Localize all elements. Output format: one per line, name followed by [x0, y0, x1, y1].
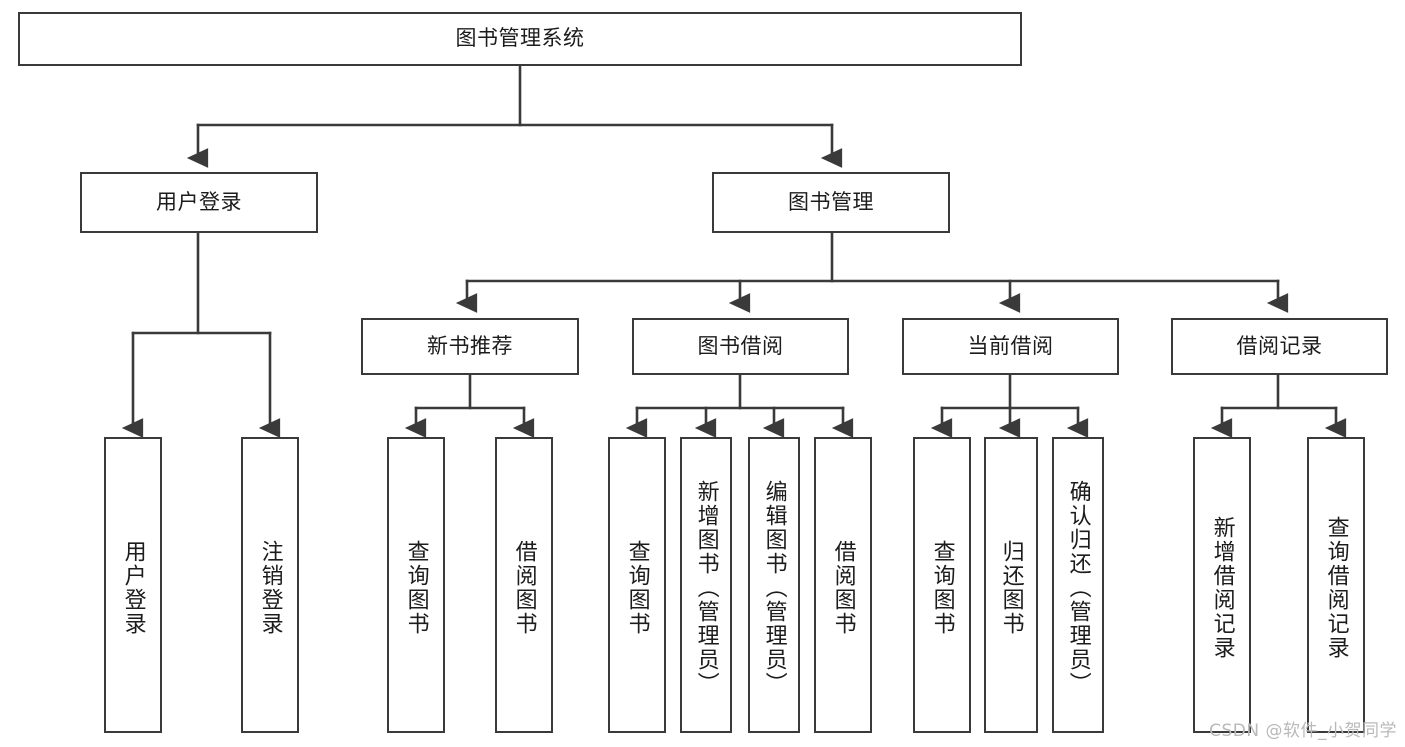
node-label: 用户登录 — [156, 189, 242, 214]
node-book-borrow[interactable]: 图书借阅 — [632, 318, 849, 375]
leaf-user-login-login[interactable]: 用户登录 — [104, 437, 162, 733]
node-label: 借阅图书 — [830, 540, 856, 636]
leaf-user-login-logout[interactable]: 注销登录 — [241, 437, 299, 733]
node-label: 查询借阅记录 — [1323, 516, 1349, 660]
leaf-current-borrow-query-book[interactable]: 查询图书 — [913, 437, 971, 733]
leaf-current-borrow-return-book[interactable]: 归还图书 — [984, 437, 1038, 733]
leaf-book-borrow-borrow-book[interactable]: 借阅图书 — [814, 437, 872, 733]
node-label: 归还图书 — [998, 540, 1024, 636]
node-label: 新书推荐 — [427, 333, 513, 358]
watermark: CSDN @软件_小贺同学 — [1209, 721, 1397, 741]
node-label: 当前借阅 — [967, 333, 1054, 358]
node-label: 图书借阅 — [697, 333, 784, 358]
node-label: 确认归还（管理员） — [1065, 480, 1091, 696]
node-label: 借阅记录 — [1236, 333, 1323, 358]
node-label: 查询图书 — [624, 540, 650, 636]
leaf-new-book-borrow-book[interactable]: 借阅图书 — [495, 437, 553, 733]
node-current-borrow[interactable]: 当前借阅 — [902, 318, 1119, 375]
node-user-login[interactable]: 用户登录 — [80, 172, 318, 233]
node-root-book-management-system[interactable]: 图书管理系统 — [18, 12, 1022, 66]
node-new-book-recommend[interactable]: 新书推荐 — [361, 318, 579, 375]
leaf-borrow-records-add-record[interactable]: 新增借阅记录 — [1193, 437, 1251, 733]
node-label: 用户登录 — [120, 540, 146, 636]
leaf-book-borrow-query-book[interactable]: 查询图书 — [608, 437, 666, 733]
node-label: 图书管理 — [788, 189, 874, 214]
leaf-new-book-query-book[interactable]: 查询图书 — [387, 437, 445, 733]
node-label: 查询图书 — [403, 540, 429, 636]
leaf-book-borrow-add-book-admin[interactable]: 新增图书（管理员） — [680, 437, 732, 733]
leaf-book-borrow-edit-book-admin[interactable]: 编辑图书（管理员） — [748, 437, 800, 733]
node-borrow-records[interactable]: 借阅记录 — [1171, 318, 1388, 375]
node-label: 图书管理系统 — [455, 26, 585, 51]
leaf-borrow-records-query-record[interactable]: 查询借阅记录 — [1307, 437, 1365, 733]
node-label: 查询图书 — [929, 540, 955, 636]
node-book-management[interactable]: 图书管理 — [712, 172, 950, 233]
node-label: 借阅图书 — [511, 540, 537, 636]
node-label: 编辑图书（管理员） — [761, 480, 787, 696]
leaf-current-borrow-confirm-return-admin[interactable]: 确认归还（管理员） — [1052, 437, 1104, 733]
node-label: 新增借阅记录 — [1209, 516, 1235, 660]
node-label: 新增图书（管理员） — [693, 480, 719, 696]
node-label: 注销登录 — [257, 540, 283, 636]
